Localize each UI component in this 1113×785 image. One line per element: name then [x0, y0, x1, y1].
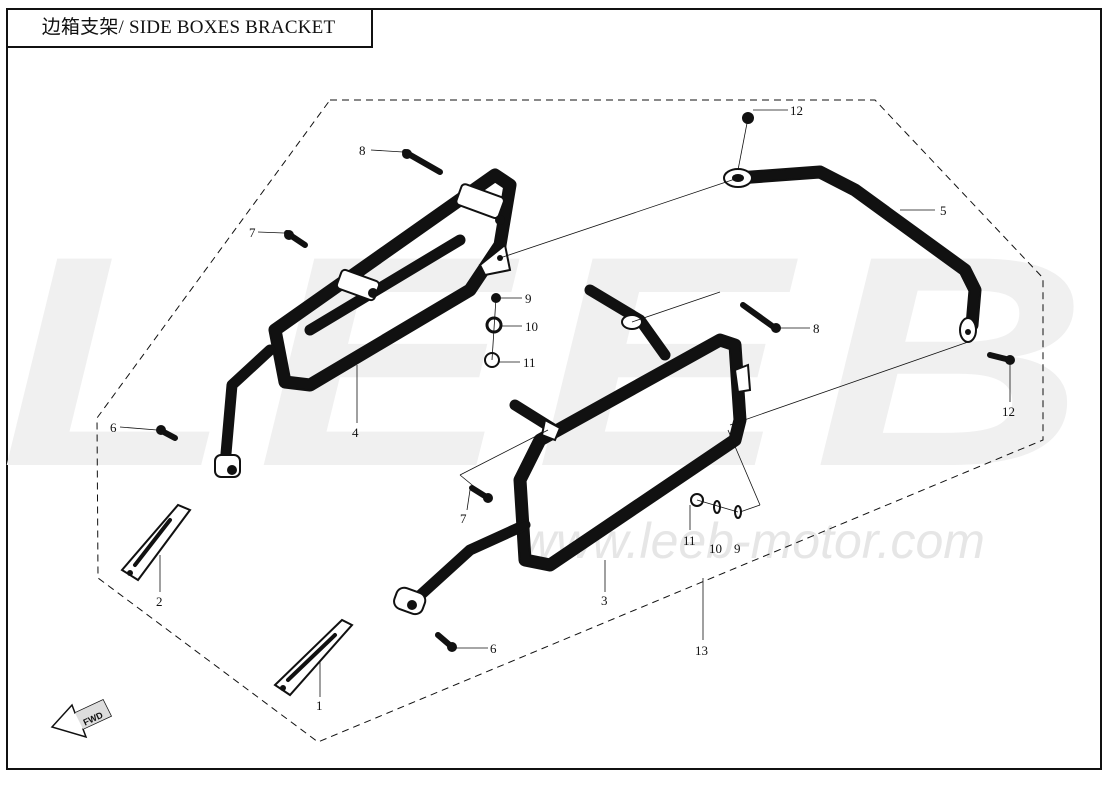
watermark: LEEB www.leeb-motor.com: [0, 193, 1113, 569]
callout-8-right: 8: [813, 321, 820, 336]
callout-11-top: 11: [523, 355, 536, 370]
assembly-boundary: [96, 99, 1044, 743]
part-1-bracket: [273, 618, 354, 697]
leader-lines: [119, 109, 1011, 697]
callout-13: 13: [695, 643, 708, 658]
callout-9-bottom: 9: [734, 541, 741, 556]
part-2-bracket: [120, 503, 192, 582]
watermark-url: www.leeb-motor.com: [520, 513, 985, 569]
part-4-left-rack: [214, 168, 517, 478]
fwd-arrow-icon: FWD: [50, 699, 113, 739]
title-block: 边箱支架/ SIDE BOXES BRACKET: [6, 8, 373, 48]
callout-9-top: 9: [525, 291, 532, 306]
part-3-right-rack: [393, 284, 752, 616]
callout-11-bottom: 11: [683, 533, 696, 548]
callout-3: 3: [601, 593, 608, 608]
page-title: 边箱支架/ SIDE BOXES BRACKET: [41, 17, 336, 38]
callout-8-top: 8: [359, 143, 366, 158]
callout-1: 1: [316, 698, 323, 713]
callout-6-left: 6: [110, 420, 117, 435]
callout-10-bottom: 10: [709, 541, 722, 556]
callout-10-top: 10: [525, 319, 538, 334]
drawing-frame: [6, 8, 1102, 770]
callout-7-bottom: 7: [460, 511, 467, 526]
callout-7-top: 7: [249, 225, 256, 240]
watermark-brand: LEEB: [0, 193, 1113, 529]
alignment-lines: [459, 117, 969, 513]
callout-12-top: 12: [790, 103, 803, 118]
callout-2: 2: [156, 594, 163, 609]
callout-12-right: 12: [1002, 404, 1015, 419]
callout-6-bottom: 6: [490, 641, 497, 656]
callouts: 8 7 9 10 11 4 6 12 5 8 12 7 11 10 9 3 13…: [110, 103, 1015, 713]
callout-4: 4: [352, 425, 359, 440]
part-5-rear-bar: [723, 165, 982, 343]
callout-5: 5: [940, 203, 947, 218]
